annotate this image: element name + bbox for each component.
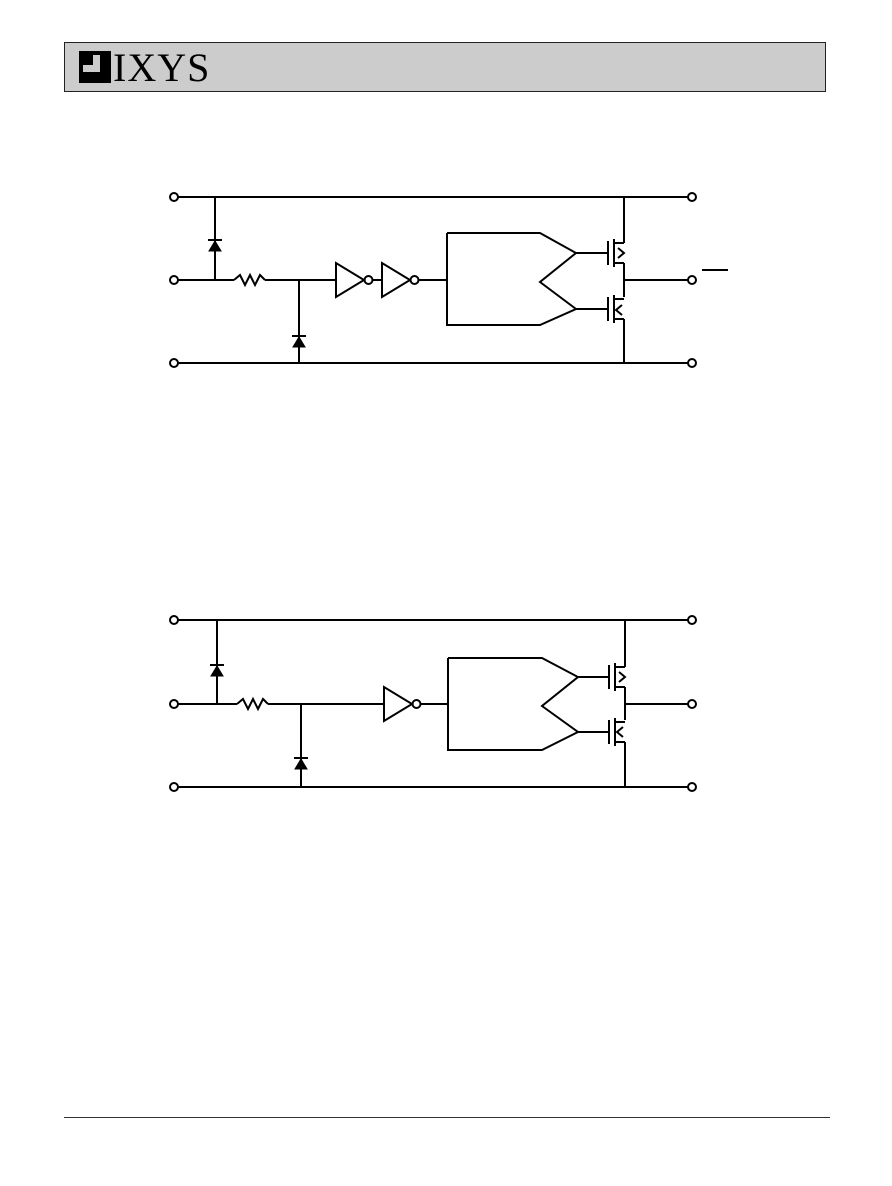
terminal-bottom-right: [687, 358, 697, 368]
terminal-output: [687, 699, 697, 709]
terminal-bottom-right: [687, 782, 697, 792]
ixys-logo-mark-icon: [79, 51, 111, 83]
circuit-diagram-inverting: [169, 192, 728, 368]
terminal-bottom-left: [169, 782, 179, 792]
terminal-top-left: [169, 615, 179, 625]
terminal-input: [169, 275, 179, 285]
logo-wordmark: IXYS: [113, 45, 211, 90]
inverter-1: [383, 685, 414, 723]
inverter-2: [381, 261, 412, 299]
clamp-diode-top: [208, 240, 222, 252]
circuit-diagram-non-inverting: [169, 615, 697, 792]
terminal-top-right: [687, 615, 697, 625]
clamp-diode-bottom: [292, 336, 306, 348]
terminal-top-right: [687, 192, 697, 202]
input-resistor: [236, 696, 269, 712]
terminal-top-left: [169, 192, 179, 202]
driver-block: [447, 657, 580, 751]
clamp-diode-top: [210, 665, 224, 677]
terminal-input: [169, 699, 179, 709]
terminal-output: [687, 275, 697, 285]
inverter-1: [335, 261, 366, 299]
input-resistor: [233, 272, 266, 288]
driver-block: [446, 232, 578, 326]
terminal-bottom-left: [169, 358, 179, 368]
clamp-diode-bottom: [294, 758, 308, 770]
footer-rule: [64, 1117, 830, 1118]
header-bar: IXYS: [64, 42, 826, 92]
